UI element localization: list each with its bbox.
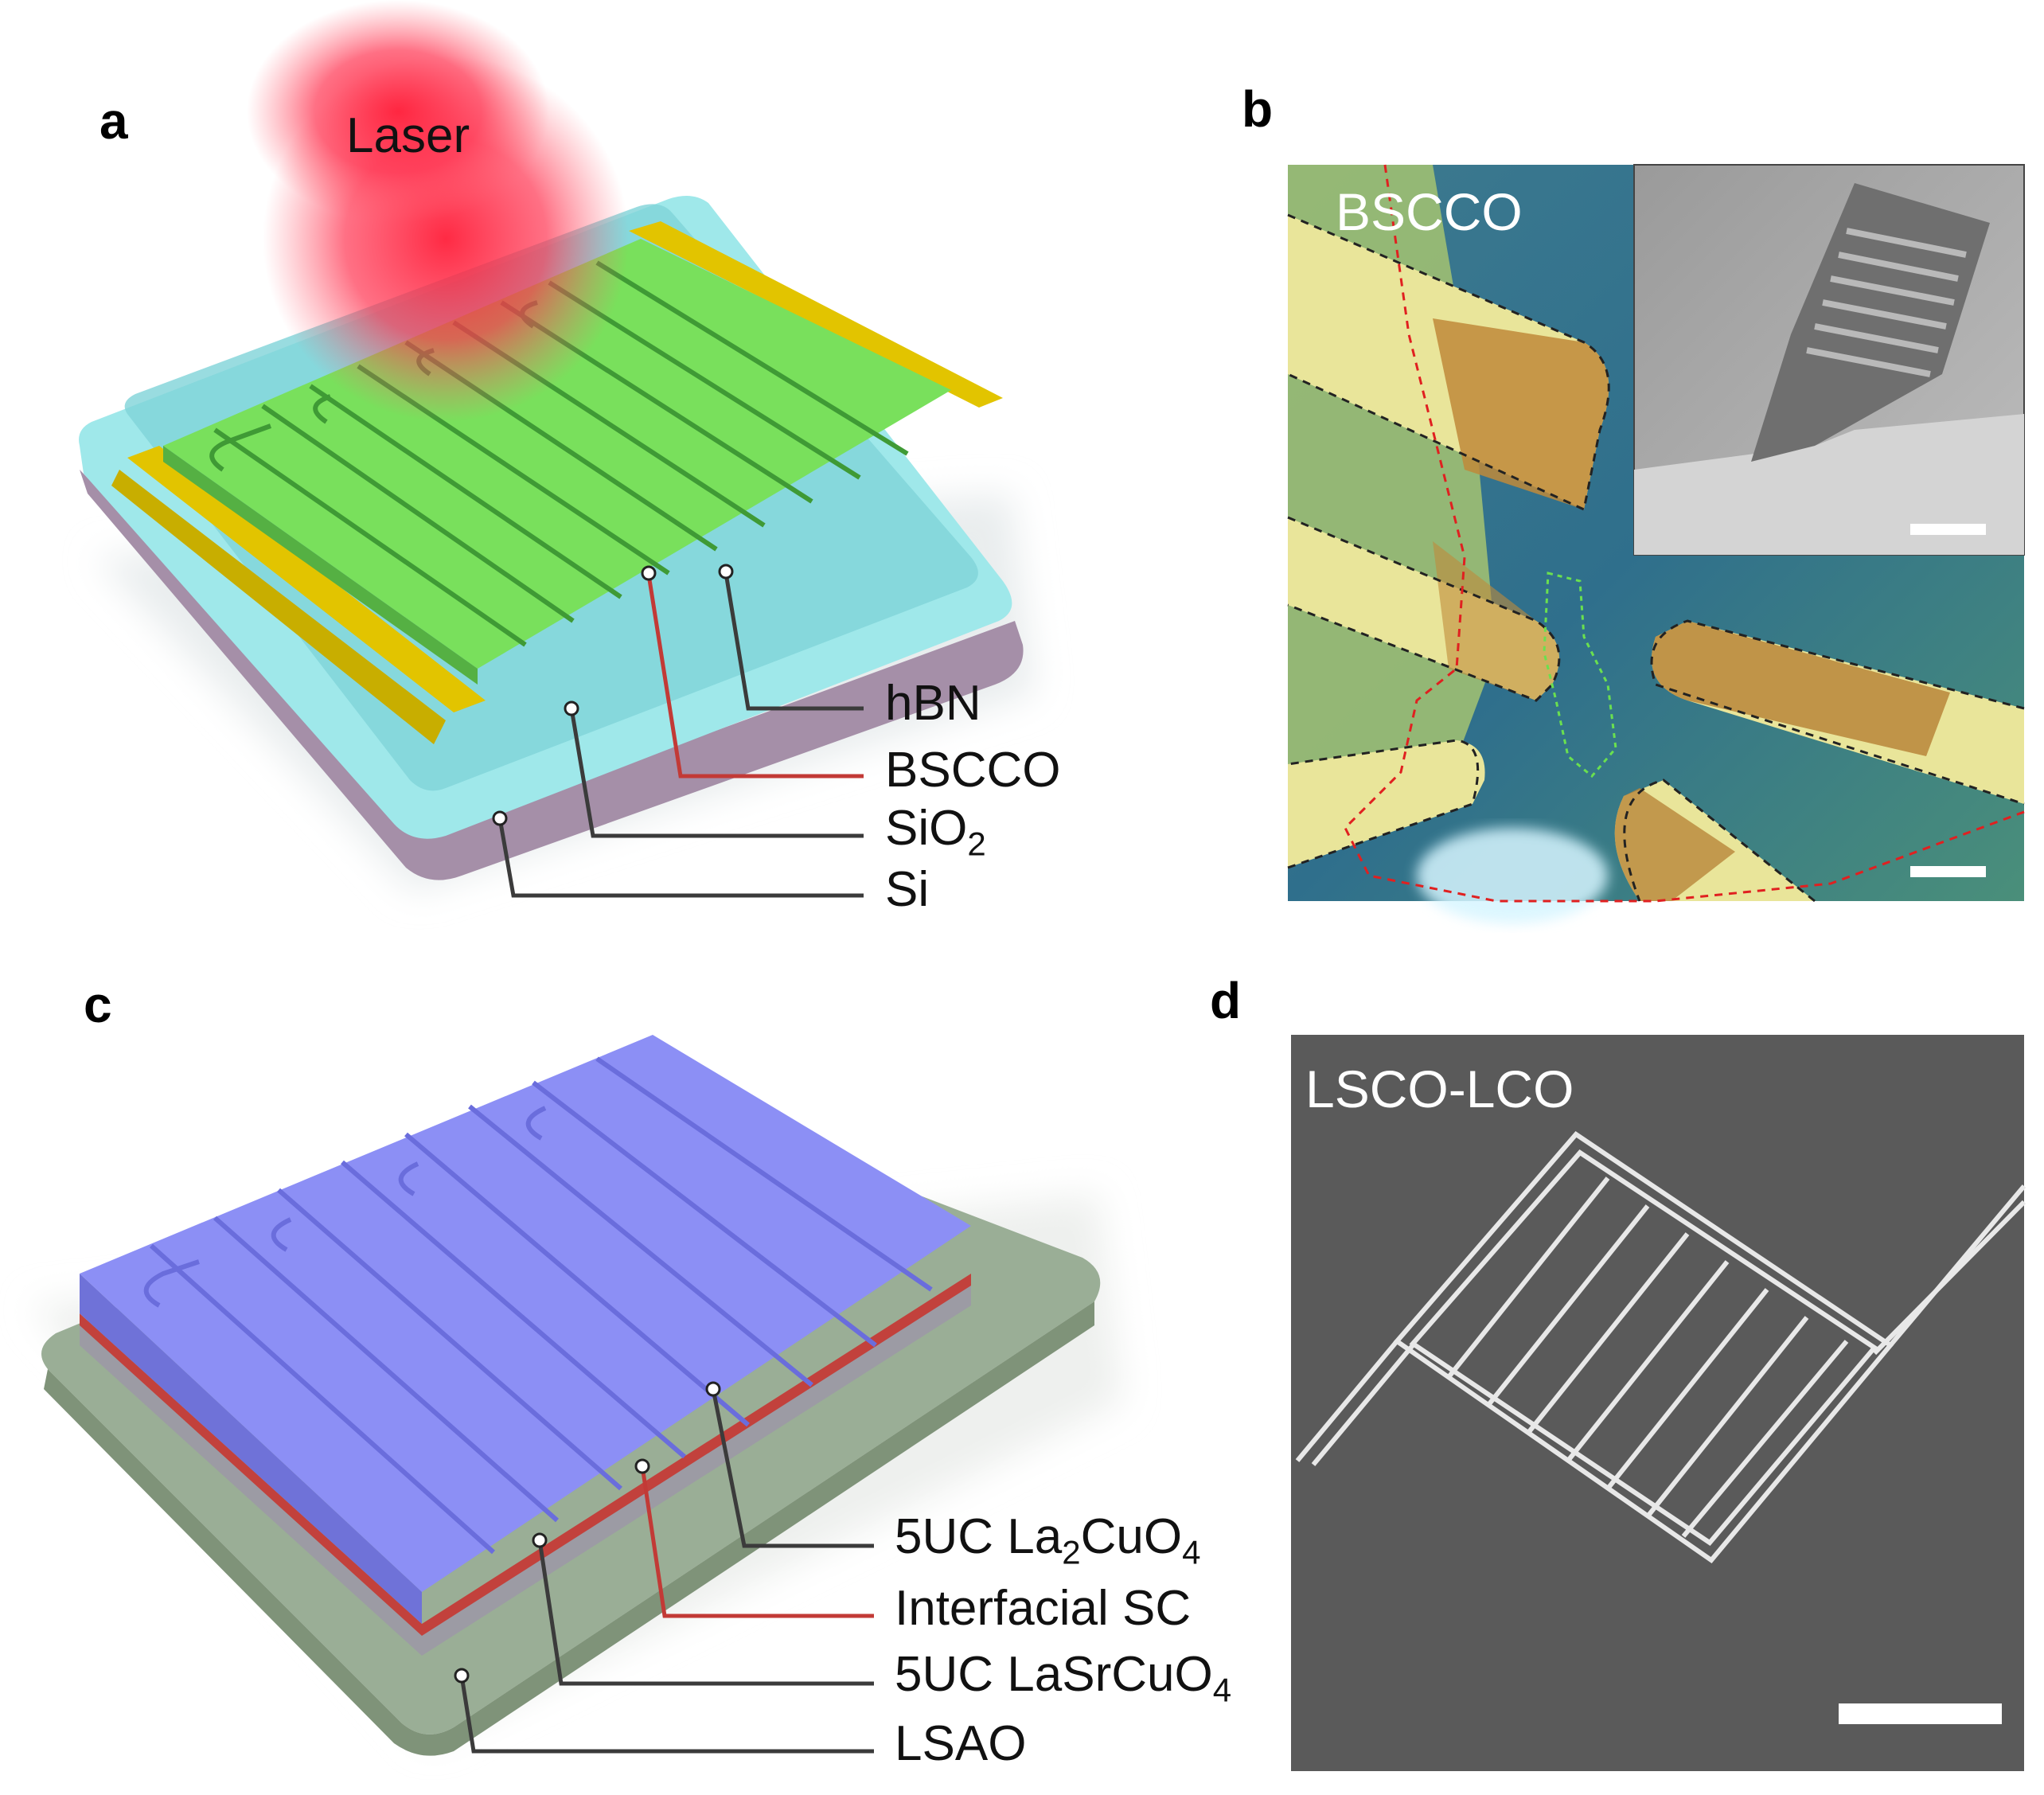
laser-beam xyxy=(247,0,549,223)
scale-bar-d xyxy=(1839,1703,2002,1724)
electrode-outlines xyxy=(1287,213,2025,903)
interfacial-sc-layer xyxy=(80,1274,971,1636)
leader-lsao xyxy=(459,1675,874,1754)
bscco-edge xyxy=(163,446,478,685)
panel-c-device xyxy=(32,1035,1122,1756)
flake-outline xyxy=(1344,164,2025,903)
panel-a-device xyxy=(79,0,1035,892)
laser-label: Laser xyxy=(346,108,470,163)
panel-c-leaders xyxy=(459,1388,874,1754)
sem-slits xyxy=(1806,228,1967,377)
dot-bscco xyxy=(641,565,657,581)
inset-scale-bar xyxy=(1910,524,1986,535)
panel-d-sem xyxy=(1291,1035,2026,1771)
lsao-edge xyxy=(44,1301,1094,1756)
layer-label-hbn: hBN xyxy=(885,676,981,731)
panel-a-leader-dots xyxy=(492,564,734,826)
dot-sio2 xyxy=(564,700,579,716)
layer-label-bscco: BSCCO xyxy=(885,743,1061,798)
layer-label-interfacial-sc: Interfacial SC xyxy=(895,1581,1192,1636)
panel-letter-a: a xyxy=(99,92,128,150)
panel-c-leader-dots xyxy=(454,1381,721,1684)
layer-label-la2cuo4: 5UC La2CuO4 xyxy=(895,1509,1201,1571)
lasrcuo4-layer xyxy=(80,1282,971,1656)
la2cuo4-layer xyxy=(80,1035,971,1592)
device-outline xyxy=(1543,572,1617,778)
dot-hbn xyxy=(718,564,734,579)
meander-slits-c xyxy=(143,1056,933,1555)
bscco-image-label: BSCCO xyxy=(1336,182,1523,241)
sem-substrate xyxy=(1634,414,2024,555)
leader-la2cuo4 xyxy=(711,1388,874,1548)
electrode-tip-2 xyxy=(1433,541,1559,700)
leader-si xyxy=(497,818,864,898)
leader-lasrcuo4 xyxy=(537,1539,874,1686)
electrode-tip-5 xyxy=(1614,788,1735,901)
sem-meander xyxy=(1295,1131,2026,1564)
panel-a-leaders xyxy=(497,572,864,898)
gold-pad-left xyxy=(127,446,486,712)
la2cuo4-edge xyxy=(80,1274,422,1624)
leader-bscco xyxy=(646,574,864,778)
leader-sio2 xyxy=(569,708,864,838)
layer-label-si: Si xyxy=(885,862,930,917)
scale-bar-b xyxy=(1910,866,1986,877)
leader-hbn xyxy=(724,572,864,711)
layer-label-lsao: LSAO xyxy=(895,1716,1027,1771)
electrode-3 xyxy=(1288,740,1485,868)
dot-lsao xyxy=(454,1668,470,1684)
lsco-lco-image-label: LSCO-LCO xyxy=(1305,1059,1574,1118)
bright-region xyxy=(1417,828,1608,923)
panel-letter-b: b xyxy=(1242,80,1274,138)
dot-la2cuo4 xyxy=(705,1381,721,1397)
bscco-meander xyxy=(163,239,951,669)
dot-si xyxy=(492,810,508,826)
dot-interfacial xyxy=(634,1458,650,1474)
sem-image xyxy=(1291,1035,2024,1771)
layer-label-sio2: SiO2 xyxy=(885,801,986,863)
gold-pad-left-edge xyxy=(111,470,446,744)
panel-b-micrograph xyxy=(1287,164,2025,923)
panel-letter-c: c xyxy=(84,976,112,1033)
gold-pad-right xyxy=(629,221,1003,408)
sem-device xyxy=(1751,183,1990,462)
leader-interfacial xyxy=(640,1465,874,1618)
dot-lasrcuo4 xyxy=(532,1532,548,1548)
electrode-tip-4 xyxy=(1652,621,1950,756)
layer-label-lasrcuo4: 5UC LaSrCuO4 xyxy=(895,1647,1232,1709)
panel-letter-d: d xyxy=(1210,972,1242,1029)
